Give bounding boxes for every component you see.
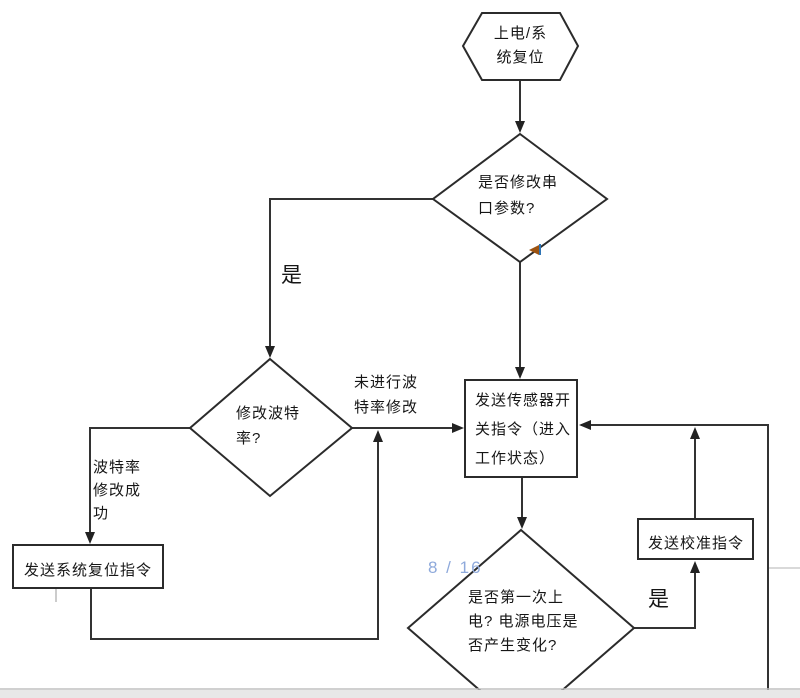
node-shapes xyxy=(12,12,754,698)
start-hexagon-label: 上电/系 统复位 xyxy=(493,25,548,66)
page-bottom-strip xyxy=(0,690,800,698)
edge-label-first-power-yes: 是 xyxy=(648,588,669,611)
arrow-up-icon xyxy=(373,430,383,442)
edge-label-serial-yes: 是 xyxy=(281,264,302,287)
arrow-down-icon xyxy=(515,121,525,133)
process-box-sensor xyxy=(464,379,578,478)
edge-reset-loop xyxy=(90,438,379,640)
decision-serial-diamond xyxy=(431,132,609,264)
process-box-reset-label: 发送系统复位指令 xyxy=(24,562,153,579)
cursor-mark-arrow-icon xyxy=(529,245,539,255)
edge-firstpower-yes xyxy=(634,570,696,629)
decision-serial-label: 是否修改串 口参数? xyxy=(478,174,559,217)
decision-baud-label: 修改波特 率? xyxy=(236,405,301,447)
edge-baud-ok xyxy=(89,427,190,537)
arrow-right-icon xyxy=(452,423,464,433)
connector-lines xyxy=(89,80,769,690)
cursor-mark-caret xyxy=(539,244,541,255)
decision-first-power-diamond xyxy=(406,528,636,698)
cursor-mark xyxy=(529,244,541,255)
process-box-sensor-label: 发送传感器开 关指令（进入 工作状态） xyxy=(475,392,572,467)
edge-label-baud-modified-ok: 波特率 修改成 功 xyxy=(93,459,142,522)
arrow-up-icon xyxy=(690,427,700,439)
arrow-up-icon xyxy=(690,561,700,573)
edge-label-baud-not-modified: 未进行波 特率修改 xyxy=(354,374,419,416)
process-box-calibrate xyxy=(637,518,754,560)
page-number: 8 / 16 xyxy=(428,558,483,577)
arrow-down-icon xyxy=(515,367,525,379)
arrow-left-icon xyxy=(579,420,591,430)
process-box-reset xyxy=(12,544,164,589)
decision-baud-diamond xyxy=(188,357,354,498)
edge-serial-yes xyxy=(269,198,433,350)
arrow-down-icon xyxy=(85,532,95,544)
arrowheads xyxy=(85,121,700,573)
process-box-calibrate-label: 发送校准指令 xyxy=(648,535,745,552)
decision-first-power-label: 是否第一次上 电? 电源电压是 否产生变化? xyxy=(468,589,579,654)
start-hexagon xyxy=(461,12,580,81)
arrow-down-icon xyxy=(265,346,275,358)
arrow-down-icon xyxy=(517,517,527,529)
